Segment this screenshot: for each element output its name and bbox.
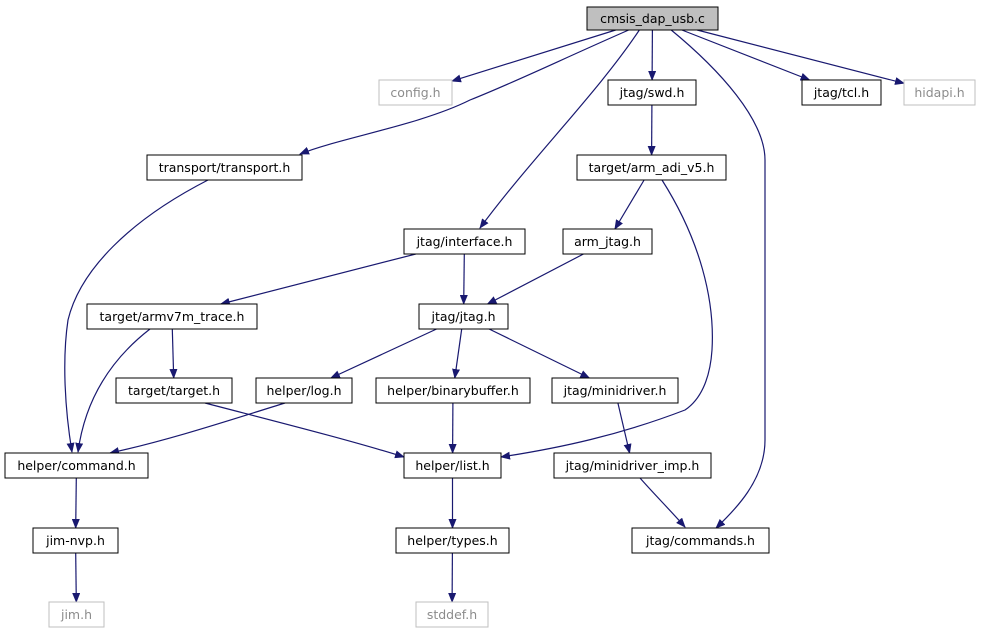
node-box-list [403,452,502,479]
node-armjtag[interactable]: arm_jtag.h [562,228,653,255]
node-box-minidriver [551,377,679,404]
node-label-stddef: stddef.h [427,607,477,622]
edge-armv7m-to-target [169,328,178,379]
node-label-binbuf: helper/binarybuffer.h [387,383,519,398]
node-box-binbuf [375,377,531,404]
node-interface[interactable]: jtag/interface.h [403,228,526,255]
node-label-tcl: jtag/tcl.h [813,85,869,100]
edge-adi-to-list [500,179,713,460]
node-box-jim [48,601,105,628]
node-root[interactable]: cmsis_dap_usb.c [586,6,719,31]
node-box-target [115,377,233,404]
node-box-hidapi [903,79,976,106]
node-jimnvp[interactable]: jim-nvp.h [32,527,119,554]
edge-root-to-tcl [681,29,811,81]
node-box-armjtag [562,228,653,255]
node-label-armjtag: arm_jtag.h [574,234,641,249]
node-label-minidriver: jtag/minidriver.h [563,383,667,398]
node-minidriver[interactable]: jtag/minidriver.h [551,377,679,404]
node-box-tcl [801,79,882,106]
node-armv7m[interactable]: target/armv7m_trace.h [86,303,258,330]
node-box-root [586,6,719,31]
edges [64,28,905,603]
edge-interface-to-jtagh [459,253,468,305]
edge-transport-to-command [64,179,209,453]
node-box-minidrvimp [553,452,712,479]
node-box-log [255,377,353,404]
node-box-stddef [415,601,489,628]
node-label-types: helper/types.h [407,533,497,548]
node-tcl[interactable]: jtag/tcl.h [801,79,882,106]
node-adi[interactable]: target/arm_adi_v5.h [576,154,727,181]
node-jtagh[interactable]: jtag/jtag.h [418,303,509,330]
edge-root-to-commands [669,28,766,529]
node-box-transport [146,154,303,181]
node-label-commands: jtag/commands.h [645,533,755,548]
node-label-interface: jtag/interface.h [416,234,513,249]
edge-armv7m-to-command [75,328,151,453]
node-box-config [378,79,453,106]
node-label-hidapi: hidapi.h [914,85,964,100]
edge-jtagh-to-log [329,328,437,379]
edge-jimnvp-to-jim [72,552,81,603]
edge-root-to-transport [299,28,632,155]
edge-root-to-config [451,29,616,83]
node-label-adi: target/arm_adi_v5.h [589,160,715,175]
node-types[interactable]: helper/types.h [395,527,510,554]
node-log[interactable]: helper/log.h [255,377,353,404]
edge-root-to-interface [479,28,641,229]
edge-jtagh-to-minidriver [488,328,591,379]
node-label-root: cmsis_dap_usb.c [600,11,705,26]
node-label-command: helper/command.h [17,458,135,473]
node-box-jtagh [418,303,509,330]
node-box-interface [403,228,526,255]
node-box-adi [576,154,727,181]
edge-jtagh-to-binbuf [452,328,463,379]
node-box-jimnvp [32,527,119,554]
edge-minidrvimp-to-commands [639,477,686,528]
node-label-jimnvp: jim-nvp.h [45,533,105,548]
node-box-swd [607,79,697,106]
node-box-armv7m [86,303,258,330]
node-command[interactable]: helper/command.h [4,452,149,479]
node-jim: jim.h [48,601,105,628]
edge-minidriver-to-minidrvimp [617,402,632,454]
node-label-transport: transport/transport.h [159,160,291,175]
node-label-config: config.h [390,85,440,100]
node-label-swd: jtag/swd.h [619,85,685,100]
node-box-commands [631,527,770,554]
node-label-log: helper/log.h [266,383,341,398]
edge-interface-to-armv7m [219,253,416,306]
node-config: config.h [378,79,453,106]
node-minidrvimp[interactable]: jtag/minidriver_imp.h [553,452,712,479]
node-label-jim: jim.h [60,607,92,622]
node-swd[interactable]: jtag/swd.h [607,79,697,106]
node-binbuf[interactable]: helper/binarybuffer.h [375,377,531,404]
node-label-jtagh: jtag/jtag.h [430,309,495,324]
node-box-types [395,527,510,554]
edge-adi-to-armjtag [614,179,645,230]
edge-target-to-list [204,402,405,459]
node-hidapi: hidapi.h [903,79,976,106]
node-box-command [4,452,149,479]
edge-log-to-command [109,402,286,456]
node-label-list: helper/list.h [415,458,489,473]
edge-command-to-jimnvp [71,477,80,529]
node-label-minidrvimp: jtag/minidriver_imp.h [565,458,700,473]
node-transport[interactable]: transport/transport.h [146,154,303,181]
node-label-armv7m: target/armv7m_trace.h [100,309,245,324]
edge-root-to-hidapi [696,29,905,85]
node-label-target: target/target.h [128,383,220,398]
node-list[interactable]: helper/list.h [403,452,502,479]
node-target[interactable]: target/target.h [115,377,233,404]
node-stddef: stddef.h [415,601,489,628]
nodes: cmsis_dap_usb.c config.h transport/transpo… [4,6,976,628]
edge-armjtag-to-jtagh [486,253,584,305]
node-commands[interactable]: jtag/commands.h [631,527,770,554]
